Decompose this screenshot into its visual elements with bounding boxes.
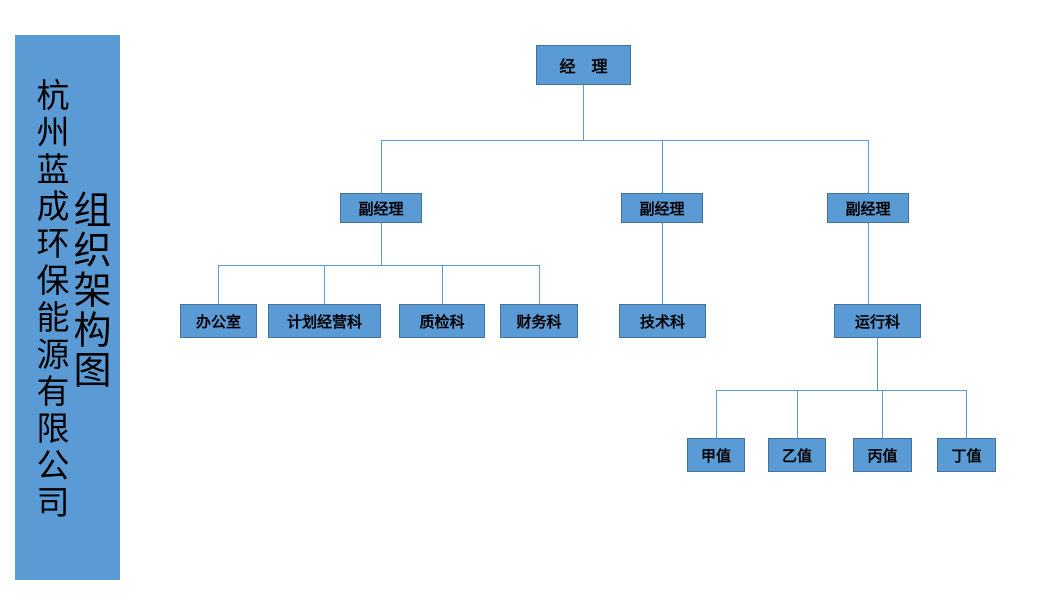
- connector-shift1-drop: [716, 390, 717, 438]
- node-planning-operations-department: 计划经营科: [268, 304, 381, 338]
- chart-title-vertical-text: 组织架构图: [67, 190, 109, 390]
- node-deputy-manager-2: 副经理: [621, 193, 703, 223]
- company-banner: [15, 35, 120, 580]
- connector-deputy3-drop: [868, 140, 869, 193]
- connector-deputy2-drop: [662, 140, 663, 193]
- node-technology-department: 技术科: [619, 304, 706, 338]
- connector-technology-drop: [662, 223, 663, 304]
- node-deputy-manager-3: 副经理: [827, 193, 909, 223]
- node-quality-inspection-department: 质检科: [399, 304, 485, 338]
- node-finance-department: 财务科: [500, 304, 578, 338]
- node-shift-yi: 乙值: [768, 438, 826, 472]
- connector-shift2-drop: [797, 390, 798, 438]
- connector-office-drop: [218, 265, 219, 304]
- connector-operations-down: [877, 338, 878, 390]
- node-deputy-manager-1: 副经理: [340, 193, 422, 223]
- company-name-vertical-text: 杭州蓝成环保能源有限公司: [31, 78, 67, 522]
- node-office-department: 办公室: [180, 304, 257, 338]
- node-shift-jia: 甲值: [687, 438, 745, 472]
- connector-quality-drop: [442, 265, 443, 304]
- connector-shift4-drop: [966, 390, 967, 438]
- connector-deputy1-drop: [381, 140, 382, 193]
- connector-planning-drop: [324, 265, 325, 304]
- connector-finance-drop: [539, 265, 540, 304]
- connector-shifts-bus: [716, 390, 966, 391]
- node-shift-ding: 丁值: [937, 438, 996, 472]
- connector-deputies-bus: [381, 140, 869, 141]
- connector-shift3-drop: [882, 390, 883, 438]
- node-operations-department: 运行科: [834, 304, 921, 338]
- connector-departments-bus: [218, 265, 540, 266]
- connector-manager-drop: [583, 85, 584, 140]
- node-shift-bing: 丙值: [853, 438, 912, 472]
- connector-deputy1-down: [381, 223, 382, 265]
- node-manager: 经 理: [536, 45, 631, 85]
- connector-operations-drop: [868, 223, 869, 304]
